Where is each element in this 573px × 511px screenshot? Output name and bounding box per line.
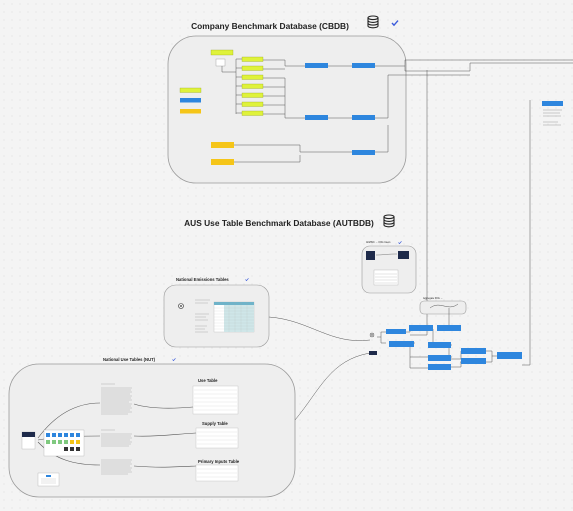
grid-thumbnail <box>43 429 85 457</box>
database-icon <box>367 15 379 29</box>
primary-inputs-card[interactable]: Primary Inputs Table <box>195 459 240 482</box>
pipeline-nodes[interactable] <box>369 325 522 370</box>
field-node[interactable] <box>241 110 264 116</box>
final-output-node[interactable] <box>497 352 522 359</box>
cover-thumbnail <box>21 431 36 450</box>
document-thumbnail <box>398 251 409 259</box>
process-node[interactable] <box>409 325 433 331</box>
process-node[interactable] <box>389 341 414 347</box>
gear-icon <box>369 332 375 338</box>
process-node[interactable] <box>352 150 375 155</box>
cbdb-nodes[interactable] <box>179 49 375 165</box>
supply-table-card[interactable]: Supply Table <box>195 421 239 449</box>
process-node[interactable] <box>428 342 451 348</box>
process-node[interactable] <box>461 348 486 354</box>
document-thumbnail <box>369 351 377 355</box>
use-table-card[interactable]: Use Table <box>192 378 239 415</box>
process-node[interactable] <box>305 63 328 68</box>
logo-icon <box>215 58 226 67</box>
field-node[interactable] <box>241 101 264 107</box>
output-node[interactable] <box>542 101 563 106</box>
checkmark-icon <box>172 357 176 361</box>
legend-blue-node[interactable] <box>180 98 201 103</box>
anzsic-frame[interactable]: ANZSIC → IOIG Users <box>361 240 417 294</box>
aggregate-frame[interactable]: Aggregate IOIG → <box>419 297 467 315</box>
field-node[interactable] <box>241 56 264 62</box>
output-notes <box>543 109 562 126</box>
output-node-group[interactable] <box>522 100 563 366</box>
cbdb-connectors <box>221 58 573 163</box>
field-node[interactable] <box>241 74 264 80</box>
field-node[interactable] <box>241 92 264 98</box>
process-node[interactable] <box>386 329 406 334</box>
source-node[interactable] <box>210 49 234 56</box>
gear-icon <box>178 303 184 309</box>
table-thumbnail <box>373 269 399 286</box>
emissions-table-thumbnail <box>213 301 255 333</box>
process-node[interactable] <box>437 325 461 331</box>
field-node[interactable] <box>241 65 264 71</box>
nut-title: National Use Tables (NUT) <box>103 357 156 362</box>
text-block-thumbnails <box>101 383 132 475</box>
field-node[interactable] <box>241 83 264 89</box>
checkmark-icon <box>245 277 249 281</box>
supply-table-title: Supply Table <box>202 421 228 426</box>
aggregate-frame-title: Aggregate IOIG → <box>423 297 443 300</box>
legend-orange-node[interactable] <box>180 109 201 114</box>
database-icon <box>383 214 395 228</box>
process-node[interactable] <box>428 355 451 361</box>
process-node[interactable] <box>461 358 486 364</box>
input-node[interactable] <box>211 142 234 148</box>
notes-block <box>195 299 210 333</box>
nut-section: National Use Tables (NUT) <box>8 357 296 498</box>
primary-inputs-title: Primary Inputs Table <box>198 459 240 464</box>
legend-yellow-green-node[interactable] <box>179 87 202 93</box>
process-node[interactable] <box>352 63 375 68</box>
national-emissions-section: National Emissions Tables <box>163 277 270 348</box>
checkmark-icon <box>391 19 399 26</box>
document-thumbnail <box>366 251 375 260</box>
cbdb-to-autbdb-connector <box>410 70 428 336</box>
cbdb-title: Company Benchmark Database (CBDB) <box>191 21 349 31</box>
legend-note-thumbnail <box>37 472 60 487</box>
cbdb-section: Company Benchmark Database (CBDB) <box>167 15 573 184</box>
nut-connectors <box>37 402 197 468</box>
autbdb-title: AUS Use Table Benchmark Database (AUTBDB… <box>184 218 374 228</box>
process-node[interactable] <box>305 115 328 120</box>
process-node[interactable] <box>352 115 375 120</box>
autbdb-section: AUS Use Table Benchmark Database (AUTBDB… <box>184 214 395 228</box>
national-emissions-title: National Emissions Tables <box>176 277 229 282</box>
input-node[interactable] <box>211 159 234 165</box>
checkmark-icon <box>398 240 402 244</box>
use-table-title: Use Table <box>198 378 218 383</box>
process-node[interactable] <box>428 364 451 370</box>
anzsic-frame-title: ANZSIC → IOIG Users <box>366 241 391 244</box>
cbdb-frame[interactable] <box>167 35 407 184</box>
output-connector <box>522 100 531 366</box>
